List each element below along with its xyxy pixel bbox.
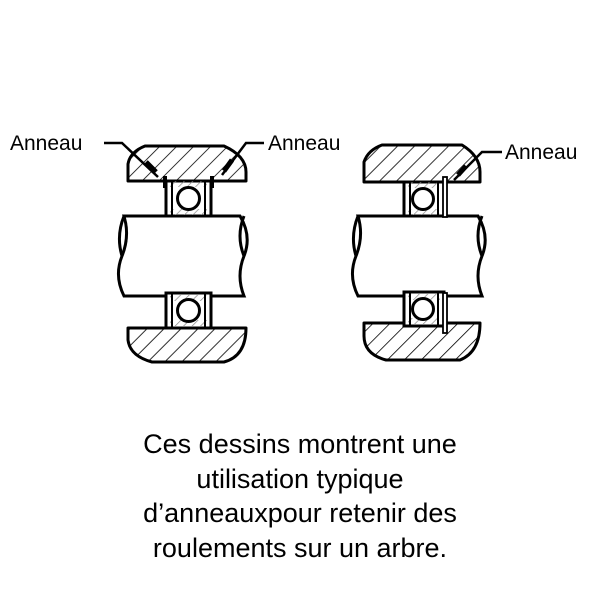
housing-bottom <box>126 326 248 364</box>
housing-top <box>126 144 248 183</box>
housing-bottom <box>362 321 482 362</box>
leader-line-left <box>104 141 159 178</box>
housing-top <box>362 143 482 184</box>
ball-bottom <box>411 297 435 321</box>
shaft <box>351 214 487 298</box>
right-drawing <box>351 143 502 362</box>
ring-label-right: Anneau <box>505 141 578 164</box>
bearing-retaining-ring-diagram <box>104 141 502 364</box>
caption-line: Ces dessins montrent une <box>143 429 457 459</box>
ball-top <box>176 186 201 211</box>
retaining-ring-right <box>210 176 214 188</box>
caption-line: d’anneauxpour retenir des <box>143 498 457 528</box>
retaining-ring-left <box>163 176 167 188</box>
figure-caption: Ces dessins montrent une utilisation typ… <box>0 427 600 565</box>
ball-bottom <box>176 298 201 323</box>
ring-label-left: Anneau <box>10 132 83 155</box>
ball-top <box>411 187 435 211</box>
ring-label-middle: Anneau <box>268 132 341 155</box>
retaining-ring <box>442 176 448 218</box>
caption-line: roulements sur un arbre. <box>152 532 448 563</box>
shaft <box>117 214 249 298</box>
left-drawing <box>104 141 264 364</box>
caption-line: utilisation typique <box>196 463 404 494</box>
